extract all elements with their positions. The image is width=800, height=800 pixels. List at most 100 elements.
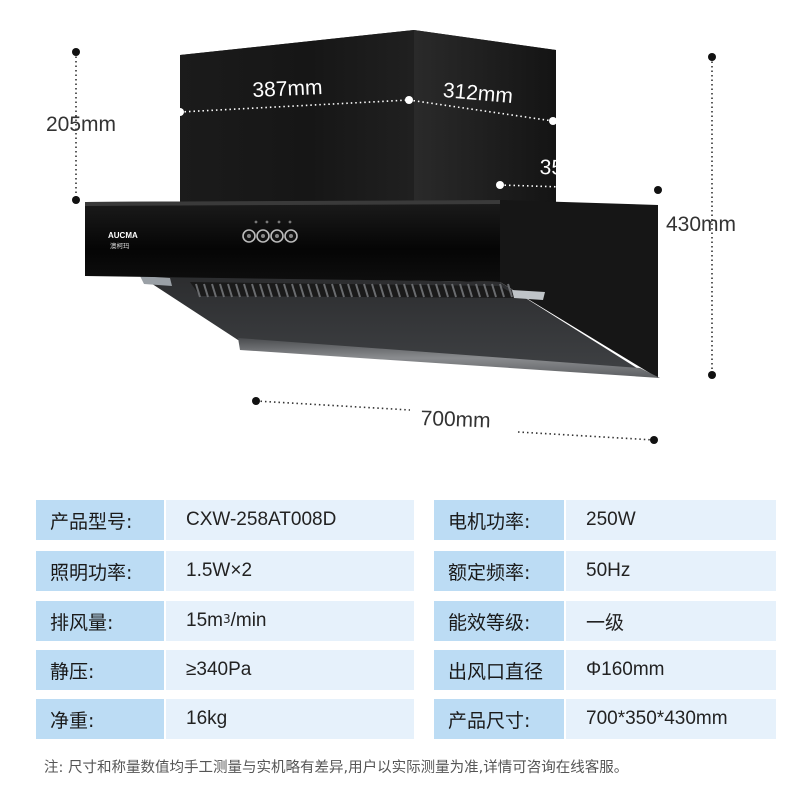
filter-slat [315,283,321,298]
spec-value-text: 250W [586,509,636,530]
glass-edge-highlight [85,200,500,206]
filter-slat [403,283,409,298]
indicator-dot-4 [288,220,292,224]
dimension-lines [72,48,716,444]
filter-slat [267,283,273,298]
range-hood-illustration: AUCMA 澳柯玛 [72,30,716,444]
spec-label: 出风口直径 [434,650,564,690]
filter-slat [203,283,209,298]
filter-slat [379,283,385,298]
filter-slat [243,283,249,298]
spec-label: 产品尺寸: [434,699,564,739]
spec-value: 50Hz [566,551,776,591]
filter-grille [190,282,520,298]
steel-edge [238,338,660,378]
control-knob-1[interactable] [242,229,256,243]
filter-slat [339,283,345,298]
footnote: 注: 尺寸和称量数值均手工测量与实机略有差异,用户以实际测量为准,详情可咨询在线… [44,760,629,776]
hood-underside [140,276,640,370]
spec-value-text: 50Hz [586,560,631,581]
filter-slat [347,283,353,298]
spec-value: 16kg [166,699,414,739]
spec-row: 照明功率: 1.5W×2 额定频率: 50Hz [36,551,776,591]
hood-side-panel [500,200,658,378]
filter-slat [331,283,337,298]
filter-slat [451,283,457,298]
light-strip-left [140,276,172,286]
filter-slat [507,283,513,298]
spec-value: 250W [566,500,776,540]
brand-logo-cn: 澳柯玛 [110,241,130,250]
spec-value-text: ≥340Pa [186,659,252,680]
spec-value-superscript: 3 [222,612,231,626]
dim-total-height: 430mm [666,213,737,236]
spec-value-unit: /min [230,610,267,631]
spec-label: 静压: [36,650,164,690]
spec-value-text: 16kg [186,708,228,729]
chimney-side [414,30,556,205]
filter-slat [395,283,401,298]
spec-value: 一级 [566,601,776,641]
filter-slat [219,283,225,298]
filter-slat [387,283,393,298]
control-knob-2[interactable] [256,229,270,243]
spec-value-text: CXW-258AT008D [186,509,337,530]
filter-slat [427,283,433,298]
filter-slat [355,283,361,298]
spec-value: Φ160mm [566,650,776,690]
filter-slat [283,283,289,298]
spec-value-text: 700*350*430mm [586,708,728,729]
spec-row: 静压: ≥340Pa 出风口直径 Φ160mm [36,650,776,690]
spec-value: CXW-258AT008D [166,500,414,540]
filter-slat [275,283,281,298]
chimney-front [180,30,414,205]
filter-slat [499,283,505,298]
spec-label: 额定频率: [434,551,564,591]
indicator-dot-2 [265,220,269,224]
filter-slat [323,283,329,298]
indicator-dot-3 [277,220,281,224]
control-knob-3[interactable] [270,229,284,243]
spec-value-text: 一级 [586,612,625,634]
filter-slat [227,283,233,298]
filter-slat [371,283,377,298]
spec-value: 700*350*430mm [566,699,776,739]
brand-logo: AUCMA [108,231,138,240]
spec-label: 净重: [36,699,164,739]
dim-chimney-height: 205mm [46,113,117,136]
spec-label: 产品型号: [36,500,164,540]
filter-slat [195,283,201,298]
filter-slat [299,283,305,298]
filter-slat [459,283,465,298]
filter-slat [291,283,297,298]
filter-slat [475,283,481,298]
spec-row: 产品型号: CXW-258AT008D 电机功率: 250W [36,500,776,540]
spec-value: 1.5W×2 [166,551,414,591]
filter-slat [483,283,489,298]
spec-value: ≥340Pa [166,650,414,690]
filter-slat [211,283,217,298]
dim-hood-depth: 350mm [539,156,611,181]
spec-table: 产品型号: CXW-258AT008D 电机功率: 250W 照明功率: 1.5… [36,500,776,744]
control-knob-4[interactable] [284,229,298,243]
filter-slat [363,283,369,298]
indicator-dot-1 [254,220,258,224]
spec-label: 照明功率: [36,551,164,591]
spec-value-text: Φ160mm [586,659,665,680]
control-panel [242,220,298,243]
spec-row: 净重: 16kg 产品尺寸: 700*350*430mm [36,699,776,739]
spec-label: 排风量: [36,601,164,641]
spec-value-text: 1.5W×2 [186,560,253,581]
filter-slat [307,283,313,298]
filter-slat [235,283,241,298]
spec-value-text: 15m [186,610,223,631]
filter-slat [443,283,449,298]
filter-slat [419,283,425,298]
filter-slat [491,283,497,298]
dim-chimney-width: 387mm [251,75,323,102]
filter-slat [411,283,417,298]
light-strip-right [512,290,545,300]
